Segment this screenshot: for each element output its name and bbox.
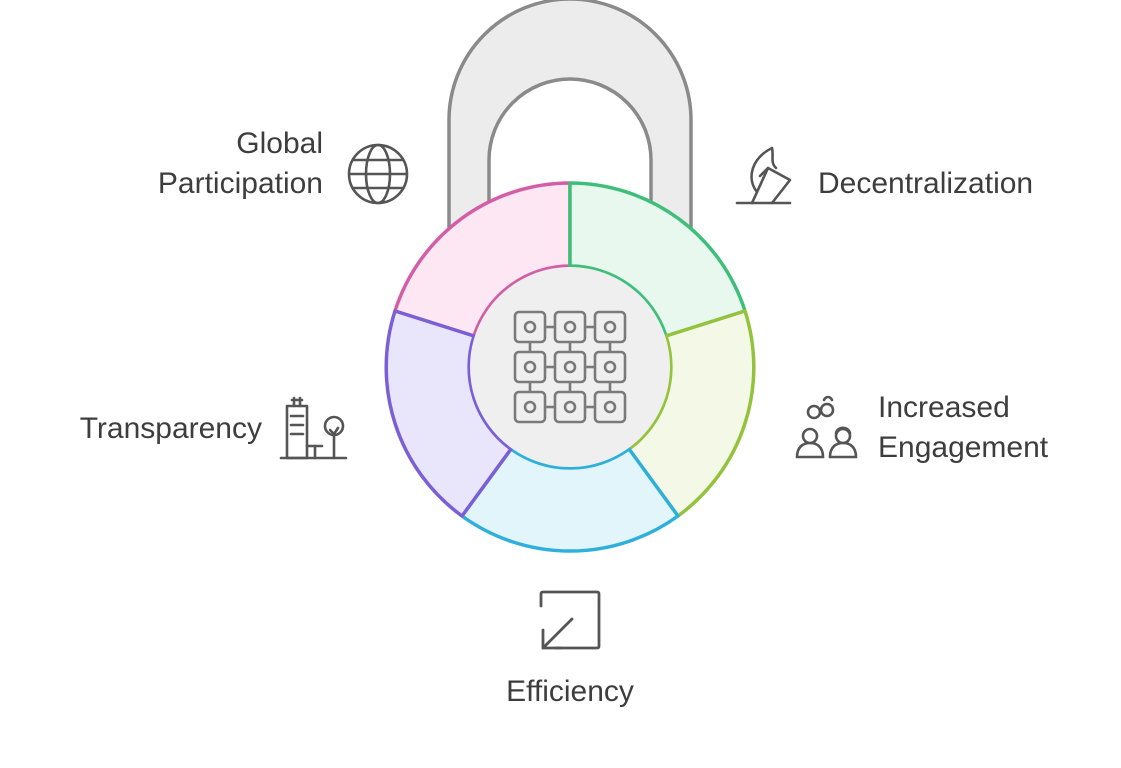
label-decentralization: Decentralization <box>818 164 1033 204</box>
label-efficiency: Efficiency <box>470 672 670 712</box>
segment-increased-engagement <box>627 309 756 518</box>
segment-global-participation <box>393 181 572 338</box>
label-global-line-1: Global <box>236 127 323 160</box>
hand-stack-icon <box>735 146 792 205</box>
label-efficiency-line-1: Efficiency <box>506 675 634 708</box>
label-global-participation: Global Participation <box>120 124 323 204</box>
connected-people-icon <box>795 395 858 459</box>
label-global-line-2: Participation <box>157 167 323 200</box>
segment-decentralization <box>568 181 747 338</box>
arrow-down-left-square-icon <box>539 590 601 650</box>
label-decentralization-line-1: Decentralization <box>818 167 1034 200</box>
label-transparency: Transparency <box>40 409 262 449</box>
center-circle <box>470 267 670 467</box>
segment-efficiency <box>460 447 680 553</box>
globe-icon <box>347 143 409 205</box>
lock-shackle-icon <box>447 0 693 270</box>
building-tree-icon <box>279 396 348 460</box>
segment-transparency <box>384 309 513 518</box>
label-engagement-line-1: Increased <box>878 391 1010 424</box>
label-transparency-line-1: Transparency <box>79 412 262 445</box>
blockchain-grid-icon <box>513 310 627 424</box>
label-engagement-line-2: Engagement <box>878 431 1049 464</box>
label-increased-engagement: Increased Engagement <box>878 388 1048 468</box>
